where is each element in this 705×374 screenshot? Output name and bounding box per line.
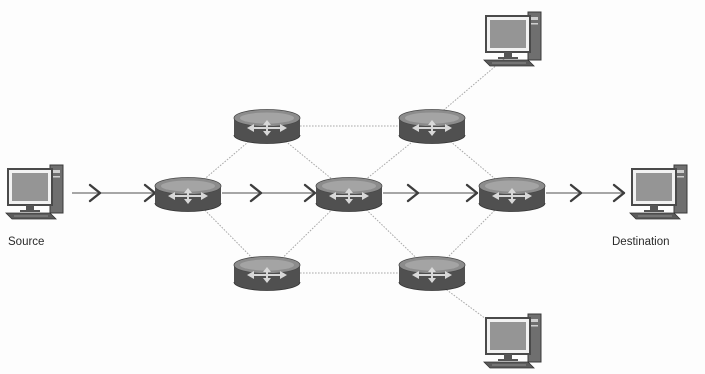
source-computer-icon: [5, 164, 64, 220]
link-top-right-right: [431, 125, 513, 194]
bottom-computer-icon: [483, 313, 542, 369]
source-label: Source: [8, 236, 44, 248]
destination-label: Destination: [612, 236, 670, 248]
link-router-left-top-left: [187, 125, 268, 194]
router-icon: [398, 256, 466, 291]
router-icon: [154, 177, 222, 212]
router-icon: [478, 177, 546, 212]
link-top-right-top-computer: [431, 57, 506, 121]
data-path-arrows: [72, 183, 626, 203]
top-computer-icon: [483, 11, 542, 67]
destination-computer-icon: [629, 164, 688, 220]
router-icon: [315, 177, 383, 212]
routers: [154, 109, 546, 291]
router-icon: [233, 109, 301, 144]
router-icon: [233, 256, 301, 291]
router-icon: [398, 109, 466, 144]
